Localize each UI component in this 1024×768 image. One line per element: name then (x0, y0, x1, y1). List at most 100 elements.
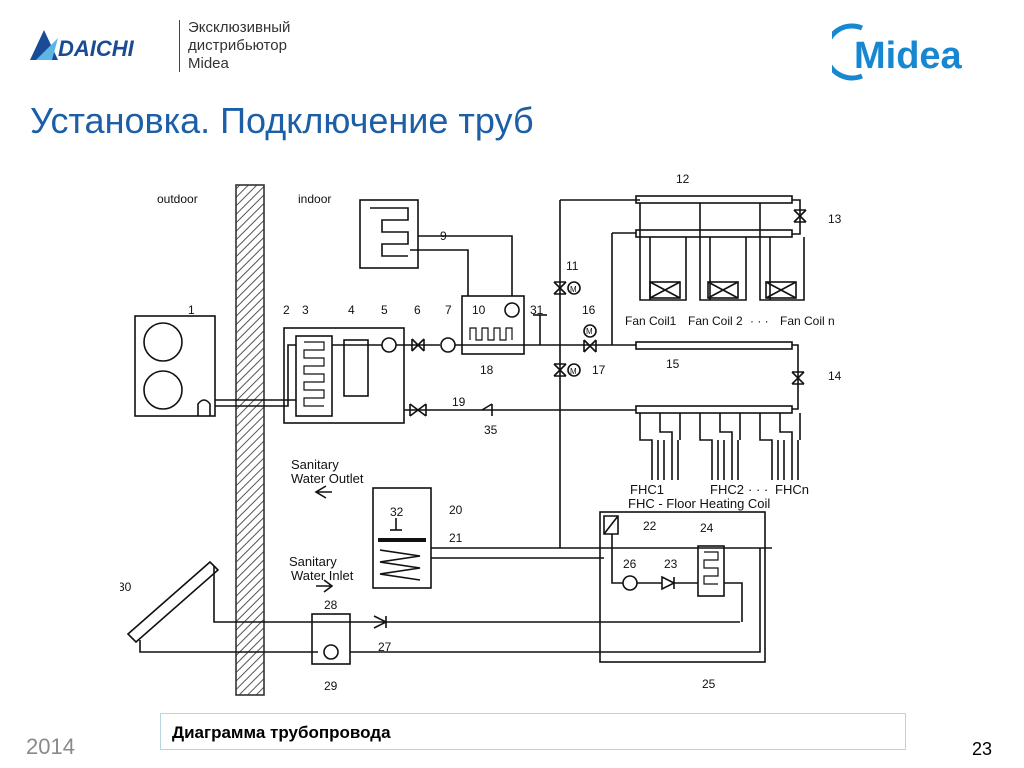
label-28: 28 (324, 598, 338, 612)
label-17: 17 (592, 363, 606, 377)
motor-label-17: M (570, 367, 577, 376)
manifold-15-bottom (635, 405, 793, 414)
outdoor-unit (134, 315, 216, 417)
caption-box (160, 713, 906, 750)
label-21: 21 (449, 531, 463, 545)
check-valve-23 (661, 575, 676, 591)
pump-10 (504, 302, 520, 318)
label-35: 35 (484, 423, 498, 437)
label-30: 30 (120, 580, 132, 594)
plate-heat-exchanger (295, 335, 333, 417)
solar-heat-exchanger-24 (697, 545, 725, 597)
fan-coils (639, 203, 805, 301)
label-27: 27 (378, 640, 392, 654)
wall (235, 184, 265, 696)
label-16: 16 (582, 303, 596, 317)
label-32: 32 (390, 505, 404, 519)
fan-coil-label-dots: · · · (750, 314, 769, 328)
label-1: 1 (188, 303, 195, 317)
label-10: 10 (472, 303, 486, 317)
buffer-tank-18 (461, 295, 525, 355)
label-14: 14 (828, 369, 842, 383)
label-2: 2 (283, 303, 290, 317)
label-31: 31 (530, 303, 544, 317)
label-24: 24 (700, 521, 714, 535)
valve-19 (409, 403, 427, 417)
label-7: 7 (445, 303, 452, 317)
label-19: 19 (452, 395, 466, 409)
logo-divider (179, 20, 180, 72)
solar-station-box (599, 511, 766, 663)
check-valve-27 (373, 615, 387, 629)
daichi-logo-text: DAICHI (58, 36, 135, 61)
fhc-label-dots: · · · (748, 482, 768, 497)
valve-11 (553, 281, 567, 295)
fhc-label-n: FHCn (775, 482, 809, 497)
sanitary-outlet-line-2: Water Outlet (291, 471, 364, 486)
label-13: 13 (828, 212, 842, 226)
label-6: 6 (414, 303, 421, 317)
midea-logo-text: Midea (854, 35, 963, 77)
indoor-label: indoor (298, 192, 331, 206)
pump-7 (440, 337, 456, 353)
fan-coil-label-n: Fan Coil n (780, 314, 835, 328)
manifold-15-top (635, 341, 793, 350)
check-valve-35 (481, 403, 493, 416)
hydro-box (283, 327, 405, 424)
label-3: 3 (302, 303, 309, 317)
label-15: 15 (666, 357, 680, 371)
outdoor-label: outdoor (157, 192, 198, 206)
fan-coil-label-2: Fan Coil 2 (688, 314, 743, 328)
sanitary-outlet-line-1: Sanitary (291, 457, 339, 472)
motor-label-16: M (586, 327, 593, 336)
valve-16 (583, 339, 597, 353)
fan-coil-label-1: Fan Coil1 (625, 314, 677, 328)
label-22: 22 (643, 519, 657, 533)
label-26: 26 (623, 557, 637, 571)
dhw-tank (372, 487, 432, 589)
fhc-label-1: FHC1 (630, 482, 664, 497)
distributor-line-2: дистрибьютор (188, 37, 287, 54)
distributor-text: Эксклюзивный дистрибьютор Midea (188, 19, 290, 73)
pump-5 (381, 337, 397, 353)
manifold-12-top (635, 195, 793, 204)
manifold-12-bottom (635, 229, 793, 238)
solar-collector (126, 560, 220, 644)
outdoor-fan-bottom (143, 370, 183, 410)
motor-11 (567, 281, 581, 295)
label-29: 29 (324, 679, 338, 693)
daichi-logo: DAICHI (30, 30, 135, 61)
valve-14 (791, 371, 805, 385)
label-4: 4 (348, 303, 355, 317)
pump-26 (622, 575, 638, 591)
label-11: 11 (566, 259, 579, 273)
footer-year: 2014 (26, 734, 75, 759)
valve-6 (411, 338, 425, 352)
fhc-label-2: FHC2 (710, 482, 744, 497)
label-23: 23 (664, 557, 678, 571)
label-18: 18 (480, 363, 494, 377)
motor-17 (567, 363, 581, 377)
label-20: 20 (449, 503, 463, 517)
page-number: 23 (972, 739, 993, 759)
check-valve-22 (603, 515, 619, 535)
label-9: 9 (440, 229, 447, 243)
fhc-caption: FHC - Floor Heating Coil (628, 496, 770, 511)
floor-heating-coils (639, 413, 801, 480)
label-5: 5 (381, 303, 388, 317)
label-12: 12 (676, 172, 690, 186)
backup-tank (343, 339, 369, 397)
piping-diagram: outdoor indoor 1 2 3 4 5 6 7 9 10 11 12 … (120, 172, 842, 696)
daichi-logo-swoosh-accent (36, 38, 58, 60)
motor-16 (583, 324, 597, 338)
distributor-line-1: Эксклюзивный (188, 19, 291, 36)
solar-pump-station (311, 613, 351, 665)
page-title: Установка. Подключение труб (30, 100, 534, 141)
room-thermostat-box (359, 199, 419, 269)
distributor-line-3: Midea (188, 55, 229, 72)
sanitary-inlet-line-1: Sanitary (289, 554, 337, 569)
midea-logo: Midea (832, 23, 963, 81)
sanitary-inlet-line-2: Water Inlet (291, 568, 354, 583)
motor-label-11: M (570, 285, 577, 294)
valve-17 (553, 363, 567, 377)
